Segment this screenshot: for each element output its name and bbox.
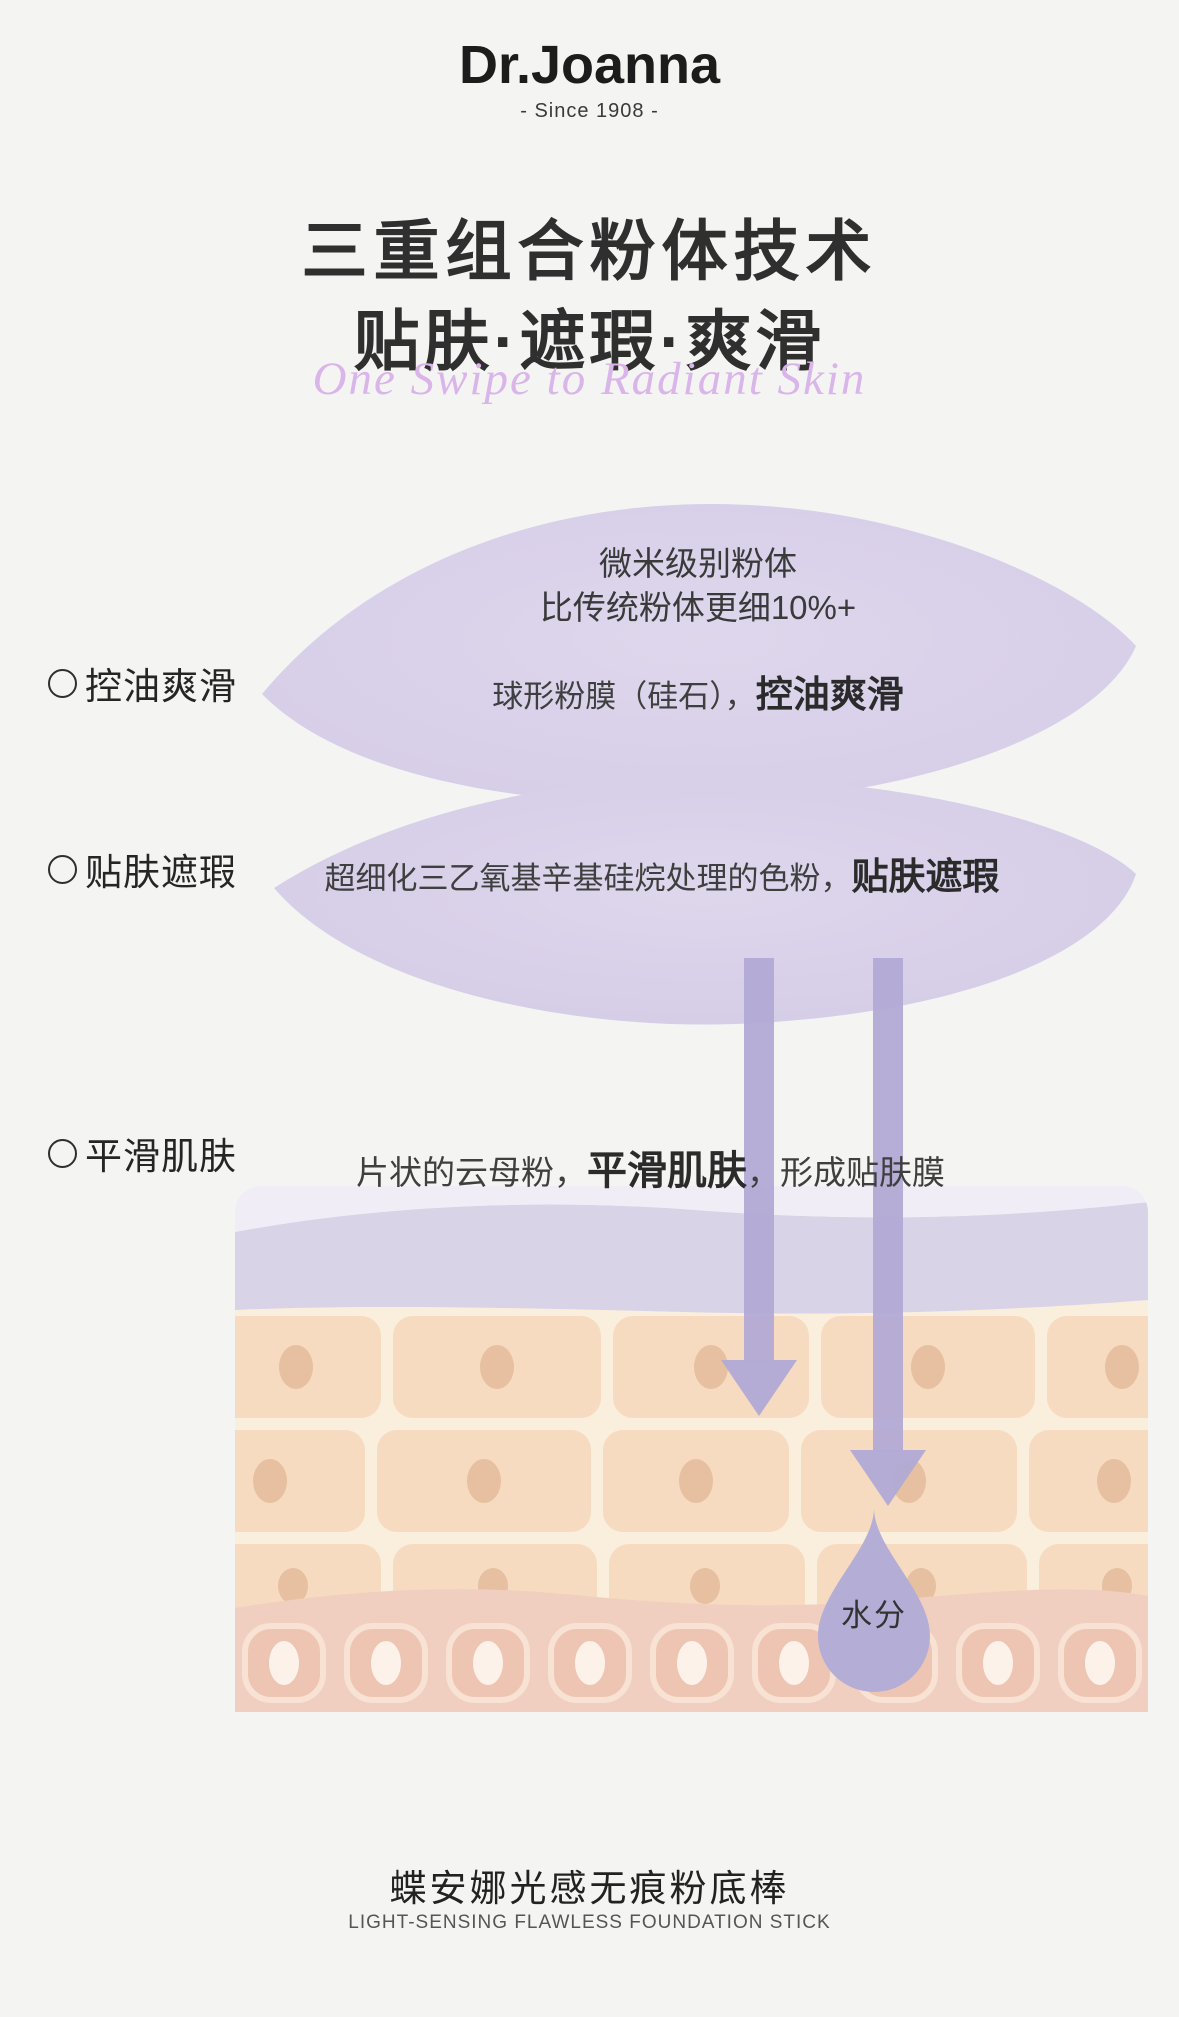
penetration-arrow-long [850, 958, 926, 1508]
circle-icon [48, 854, 77, 884]
brand-since-text: - Since 1908 - [520, 100, 659, 122]
layer1-text-block: 微米级别粉体 比传统粉体更细10%+ [252, 542, 1144, 630]
layer2-desc-bold: 贴肤遮瑕 [851, 856, 1000, 897]
brand-logo: Dr.Joanna [458, 35, 721, 95]
droplet-label: 水分 [841, 1598, 907, 1633]
droplet-icon [818, 1508, 930, 1692]
layer1-desc-bold: 控油爽滑 [755, 674, 904, 715]
layer3-description: 片状的云母粉，平滑肌肤，形成贴肤膜 [356, 1138, 945, 1196]
side-label-smooth-skin: 平滑肌肤 [48, 1126, 237, 1180]
water-droplet: 水分 [808, 1506, 940, 1694]
leaf-shape-icon [274, 777, 1136, 1025]
side-label-text: 控油爽滑 [85, 666, 237, 707]
layer1-line1: 微米级别粉体 [599, 545, 797, 582]
page-title-line1: 三重组合粉体技术 [301, 214, 878, 288]
circle-icon [48, 668, 77, 698]
layer1-description: 球形粉膜（硅石），控油爽滑 [252, 664, 1144, 718]
side-label-text: 贴肤遮瑕 [85, 852, 237, 893]
layer1-desc-prefix: 球形粉膜（硅石）， [492, 679, 756, 714]
leaf-shape-icon [262, 503, 1136, 805]
side-label-text: 平滑肌肤 [85, 1136, 237, 1177]
arrow-shaft [873, 958, 903, 1452]
arrow-head-icon [721, 1360, 797, 1416]
powder-layer-1-shape: 微米级别粉体 比传统粉体更细10%+ 球形粉膜（硅石），控油爽滑 [252, 496, 1144, 812]
powder-layer-2-shape: 超细化三乙氧基辛基硅烷处理的色粉，贴肤遮瑕 [266, 766, 1144, 1048]
arrow-shaft [744, 958, 774, 1362]
side-label-oil-control: 控油爽滑 [48, 656, 237, 710]
page-title-english: One Swipe to Radiant Skin [312, 353, 867, 405]
layer3-desc-suffix: ，形成贴肤膜 [747, 1154, 945, 1191]
layer1-line2: 比传统粉体更细10%+ [539, 589, 857, 626]
penetration-arrow-short [721, 958, 797, 1418]
layer2-description: 超细化三乙氧基辛基硅烷处理的色粉，贴肤遮瑕 [266, 846, 1144, 900]
product-name-cn: 蝶安娜光感无痕粉底棒 [389, 1868, 790, 1909]
circle-icon [48, 1138, 77, 1168]
product-name-en: LIGHT-SENSING FLAWLESS FOUNDATION STICK [348, 1912, 831, 1933]
side-label-skin-fit: 贴肤遮瑕 [48, 842, 237, 896]
arrow-head-icon [850, 1450, 926, 1506]
skin-layers-svg [235, 1186, 1148, 1712]
layer3-desc-bold: 平滑肌肤 [587, 1149, 747, 1193]
layer3-desc-prefix: 片状的云母粉， [356, 1154, 587, 1191]
page-title-line2: 贴肤·遮瑕·爽滑 [353, 304, 826, 378]
skin-layers-illustration [235, 1186, 1148, 1712]
layer2-desc-prefix: 超细化三乙氧基辛基硅烷处理的色粉， [324, 861, 852, 896]
